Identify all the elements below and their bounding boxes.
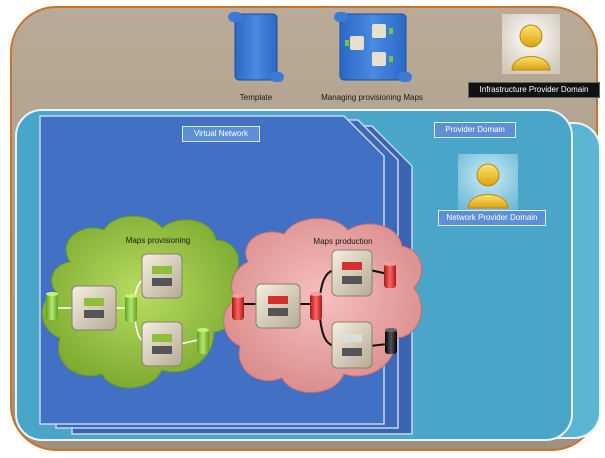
process-box-icon xyxy=(71,285,117,331)
maps-provisioning-label: Maps provisioning xyxy=(125,236,191,245)
cylinder-icon xyxy=(310,292,322,320)
provider-domain-label: Provider Domain xyxy=(434,122,516,138)
cylinder-icon xyxy=(232,294,244,320)
cylinder-icon xyxy=(197,328,209,354)
process-box-icon xyxy=(331,249,373,297)
cylinder-icon xyxy=(385,328,397,354)
person-icon xyxy=(458,154,518,210)
process-box-icon xyxy=(331,321,373,369)
process-box-icon xyxy=(255,283,301,329)
template-label: Template xyxy=(239,93,273,102)
maps-production-label: Maps production xyxy=(313,237,373,246)
virtual-network-label: Virtual Network xyxy=(182,126,260,142)
cylinder-icon xyxy=(46,292,58,320)
scroll-icon xyxy=(228,12,284,82)
network-domain-label: Network Provider Domain xyxy=(438,210,546,226)
maps-provisioning-cloud xyxy=(41,215,241,389)
managing-maps-label: Managing provisioning Maps xyxy=(321,93,423,102)
process-box-icon xyxy=(141,253,183,299)
process-box-icon xyxy=(141,321,183,367)
infrastructure-domain-label: Infrastructure Provider Domain xyxy=(468,82,600,98)
scroll-map-icon xyxy=(334,12,412,82)
cylinder-icon xyxy=(125,294,137,322)
cylinder-icon xyxy=(384,262,396,288)
person-icon xyxy=(502,14,560,74)
